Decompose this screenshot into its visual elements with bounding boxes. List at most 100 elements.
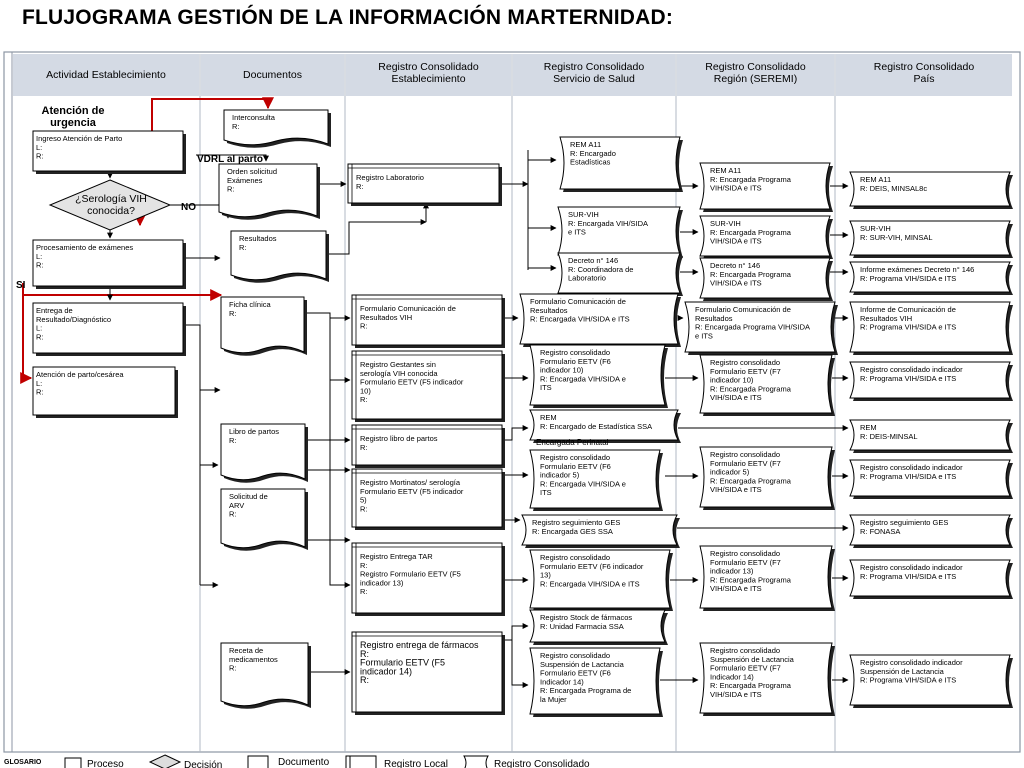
scroll-outline <box>699 446 833 508</box>
document-outline <box>223 109 329 146</box>
scroll-outline <box>849 559 1011 597</box>
scroll-outline <box>699 162 831 210</box>
scroll-outline <box>559 136 681 190</box>
connector-arrow <box>326 219 427 255</box>
red-arrow-interconsulta <box>151 97 274 137</box>
scroll-outline <box>519 293 679 345</box>
register-outline <box>351 468 503 528</box>
column-header-bg <box>513 54 675 96</box>
scroll-outline <box>849 361 1011 399</box>
scroll-outline <box>699 642 833 714</box>
connector-line <box>183 324 201 585</box>
glossary-text: Proceso <box>87 759 124 768</box>
page-title: FLUJOGRAMA GESTIÓN DE LA INFORMACIÓN MAR… <box>22 6 674 29</box>
document-outline <box>230 230 327 281</box>
register-outline <box>351 424 503 466</box>
scroll-outline <box>529 609 666 643</box>
scroll-outline <box>529 449 661 509</box>
glossary-item-decision: Decisión <box>148 754 222 768</box>
scroll-outline <box>849 459 1011 497</box>
document-outline <box>218 163 318 218</box>
scroll-outline <box>699 257 831 299</box>
document-outline <box>220 296 305 354</box>
scroll-outline <box>849 419 1011 451</box>
si-label: SI <box>16 280 26 291</box>
scroll-outline <box>849 261 1011 293</box>
scroll-outline <box>699 545 833 609</box>
box-outline <box>32 366 176 416</box>
connector-arrow <box>502 425 529 441</box>
column-header-bg <box>836 54 1012 96</box>
glossary-process-shape <box>64 757 82 768</box>
glossary-decision-shape <box>148 754 182 768</box>
connector-arrow <box>196 154 269 162</box>
connector-arrow <box>511 640 529 688</box>
glossary-item-documento: Documento <box>247 755 330 768</box>
encargada-perinatal-label: Encargada Perinatal <box>536 438 609 447</box>
glossary-item-registro-local: Registro Local <box>345 755 448 768</box>
register-outline <box>351 350 503 420</box>
document-outline <box>220 642 309 707</box>
scroll-outline <box>557 252 681 294</box>
column-header: Actividad Establecimiento <box>46 69 166 81</box>
scroll-outline <box>849 220 1011 256</box>
vdrl-label: VDRL al parto <box>197 154 263 165</box>
register-outline <box>351 631 503 713</box>
glossary-text: Documento <box>278 757 330 768</box>
column-header-bg <box>201 54 344 96</box>
glossary-text: Decisión <box>184 760 222 768</box>
column-header-bg <box>677 54 834 96</box>
box-outline <box>32 239 184 287</box>
